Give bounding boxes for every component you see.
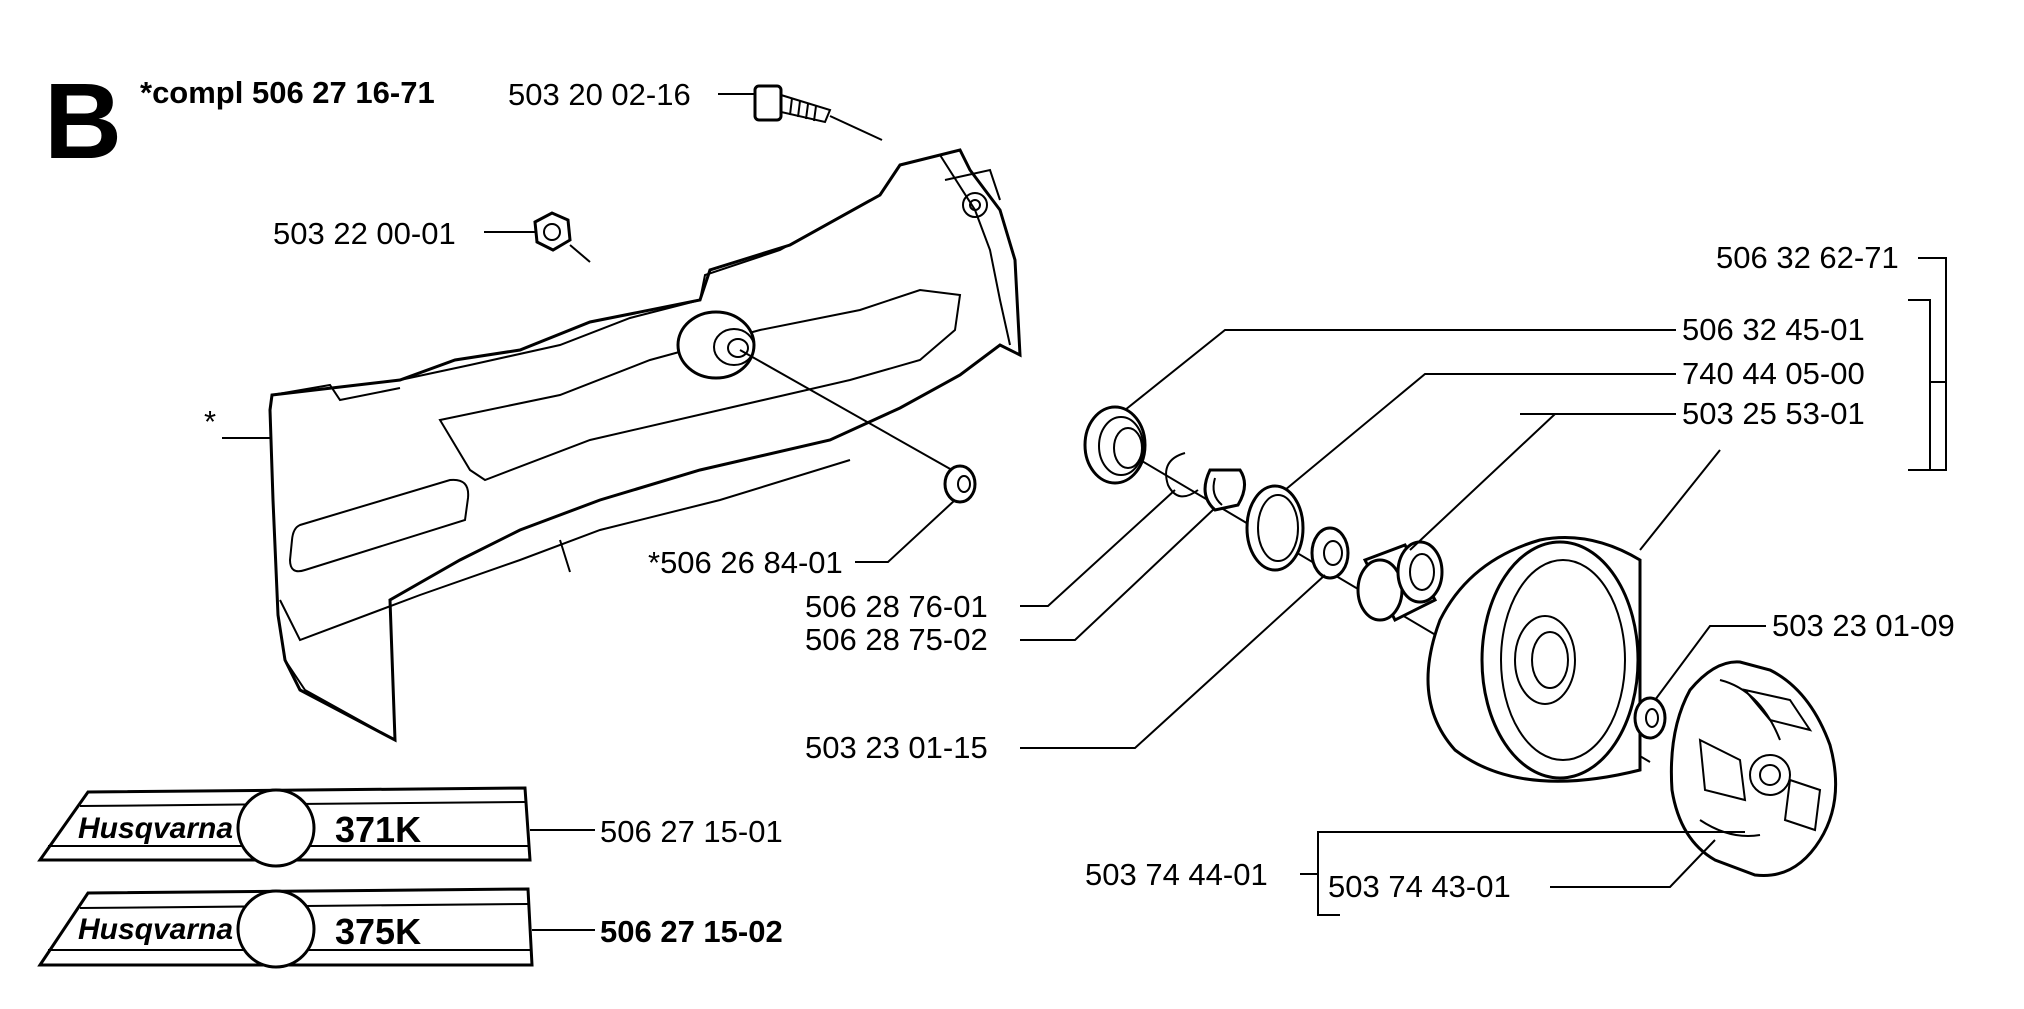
nut-label: 503 22 00-01	[273, 216, 456, 251]
circlip-label: 506 28 76-01	[805, 589, 988, 624]
spacer-axis-line	[739, 349, 953, 471]
decal-371-part: Husqvarna 371K	[37, 786, 532, 868]
seal-part	[1083, 405, 1147, 485]
large-washer-part	[1245, 484, 1305, 572]
needle-bearing-leader	[1409, 413, 1676, 551]
clutch-shoe-label: 503 74 43-01	[1328, 869, 1511, 904]
washer-large-leader	[1284, 373, 1676, 491]
clutch-washer-part	[1633, 696, 1667, 740]
small-washer-leader	[1020, 574, 1326, 749]
circlip-part	[1165, 452, 1199, 498]
spring-clip-part	[1203, 468, 1246, 512]
small-washer-label: 503 23 01-15	[805, 730, 988, 765]
decal-375-label: 506 27 15-02	[600, 914, 783, 949]
decal-371-model: 371K	[335, 809, 421, 850]
clutch-washer-leader	[1654, 625, 1766, 701]
needle-bearing-label: 503 25 53-01	[1682, 396, 1865, 431]
small-washer-part	[1310, 526, 1350, 580]
circlip-leader	[1020, 489, 1176, 607]
kit-label: *compl 506 27 16-71	[140, 75, 435, 110]
clutch-shoe-leader	[1550, 839, 1716, 888]
section-letter: B	[44, 60, 122, 181]
cover-label: *	[204, 404, 216, 439]
kit-group-bracket-bottom	[1908, 382, 1947, 471]
washer-large-label: 740 44 05-00	[1682, 356, 1865, 391]
kit-group-bracket-inner	[1908, 299, 1931, 470]
seal-label: 506 32 45-01	[1682, 312, 1865, 347]
clutch-shoe-part	[1669, 660, 1838, 878]
clutch-washer-label: 503 23 01-09	[1772, 608, 1955, 643]
decal-375-brand: Husqvarna	[78, 913, 233, 946]
spacer-part	[943, 464, 977, 504]
clutch-kit-label: 503 74 44-01	[1085, 857, 1268, 892]
decal-375-model: 375K	[335, 911, 421, 952]
decal-371-brand: Husqvarna	[78, 812, 233, 845]
spring-clip-label: 506 28 75-02	[805, 622, 988, 657]
drum-leader	[1639, 449, 1721, 551]
clutch-cover-part	[268, 148, 1022, 743]
bolt-leader-ext	[829, 115, 883, 141]
decal-375-part: Husqvarna 375K	[37, 887, 534, 969]
nut-part	[533, 211, 572, 252]
clutch-drum-part	[1426, 536, 1642, 783]
spacer-label: *506 26 84-01	[648, 545, 843, 580]
seal-leader	[1124, 329, 1676, 411]
spacer-leader	[855, 499, 956, 563]
bolt-part	[753, 84, 832, 124]
bolt-label: 503 20 02-16	[508, 77, 691, 112]
needle-bearing-part	[1356, 540, 1444, 623]
kit-group-bracket-top	[1918, 257, 1947, 383]
decal-371-label: 506 27 15-01	[600, 814, 783, 849]
spring-clip-leader	[1020, 507, 1216, 641]
nut-leader-ext	[569, 244, 591, 263]
kit-group-label: 506 32 62-71	[1716, 240, 1899, 275]
clutch-kit-bracket	[1317, 831, 1340, 916]
